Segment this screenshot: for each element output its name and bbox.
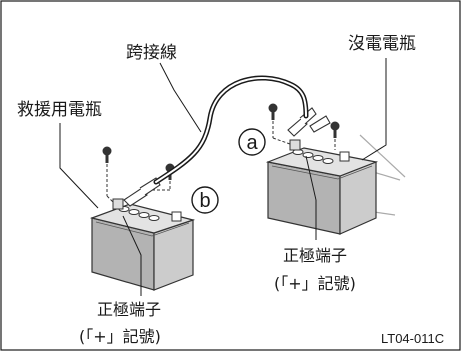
jumper-cable-label: 跨接線 [126, 43, 177, 63]
positive-mark-right-label: (「+」記號) [274, 274, 356, 293]
terminal-bolt [102, 146, 115, 204]
cable-clamp [287, 107, 317, 137]
figure-code: LT04-011C [381, 331, 444, 346]
jumper-cable [153, 75, 309, 185]
dead-battery [265, 103, 406, 235]
positive-mark-left-label: (「+」記號) [79, 327, 161, 346]
marker-b: b [191, 186, 219, 214]
dead-battery-label: 沒電電瓶 [348, 34, 416, 54]
terminal-bolt [268, 103, 291, 145]
booster-battery [89, 146, 196, 291]
terminal-bolt [330, 121, 340, 150]
positive-terminal-right-label: 正極端子 [283, 246, 347, 265]
leader-lines [59, 58, 387, 296]
cable-clamp [309, 115, 331, 133]
marker-a: a [238, 128, 266, 156]
booster-battery-label: 救援用電瓶 [17, 100, 102, 120]
marker-b-label: b [199, 190, 210, 212]
positive-terminal-left-label: 正極端子 [97, 300, 161, 319]
marker-a-label: a [246, 132, 258, 154]
